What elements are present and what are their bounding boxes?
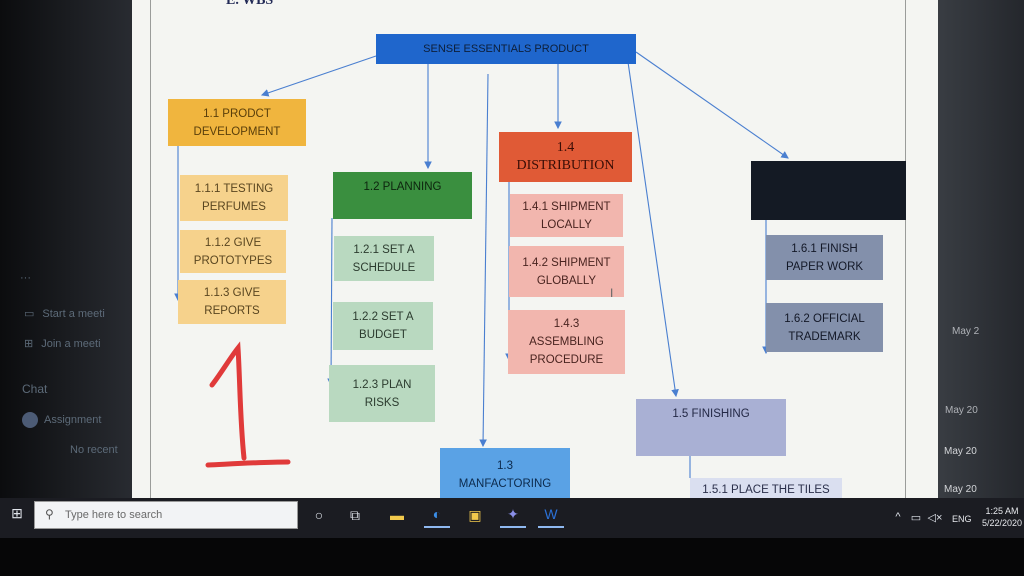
date-label: May 20 [945,405,978,416]
store-icon[interactable]: ▣ [468,506,482,523]
cortana-icon[interactable]: ○ [314,507,324,523]
windows-start-icon[interactable]: ⊞ [11,504,23,521]
search-placeholder: Type here to search [65,509,163,521]
chat-nav-label: ··· [20,272,31,284]
search-icon: ⚲ [45,507,54,521]
link-icon: ⊞ [24,338,34,350]
language-indicator[interactable]: ENG [952,514,972,524]
date-label: May 20 [944,446,977,457]
wbs-assembling-procedure[interactable]: 1.4.3 ASSEMBLING PROCEDURE [508,310,625,374]
assignment-chat-item[interactable]: Assignment [22,412,101,428]
edge-browser-icon[interactable]: ◐ [424,502,450,528]
wbs-root[interactable]: SENSE ESSENTIALS PRODUCT [376,34,636,64]
avatar [22,412,38,428]
wbs-give-reports[interactable]: 1.1.3 GIVE REPORTS [178,280,286,324]
wbs-testing-perfumes[interactable]: 1.1.1 TESTING PERFUMES [180,175,288,221]
battery-icon[interactable]: ▭ [910,511,922,524]
clock-time: 1:25 AM [985,506,1019,516]
clock[interactable]: 1:25 AM 5/22/2020 [982,505,1022,529]
wbs-plan-risks[interactable]: 1.2.3 PLAN RISKS [329,365,435,422]
wbs-set-schedule[interactable]: 1.2.1 SET A SCHEDULE [334,236,434,281]
wbs-planning[interactable]: 1.2 PLANNING [333,172,472,219]
chevron-up-icon[interactable]: ^ [895,511,901,523]
monitor-bezel-bottom [0,538,1024,576]
volume-icon[interactable]: ◁× [927,511,943,524]
start-meeting-item[interactable]: ▭ Start a meeti [24,307,105,321]
page-margin-right [905,0,906,500]
wbs-distribution[interactable]: 1.4 DISTRIBUTION [499,132,632,182]
page-margin-left [150,0,151,500]
wbs-official-trademark[interactable]: 1.6.2 OFFICIAL TRADEMARK [766,303,883,352]
teams-icon[interactable]: ✦ [500,502,526,528]
wbs-shipment-globally[interactable]: 1.4.2 SHIPMENT GLOBALLY [509,246,624,297]
section-heading: E. WBS [226,0,274,8]
handwritten-number-one [205,341,291,468]
search-input[interactable]: ⚲ Type here to search [34,501,298,529]
join-meeting-item[interactable]: ⊞ Join a meeti [24,337,101,351]
chat-header: Chat [22,382,48,396]
text-cursor-icon: I [610,286,614,300]
wbs-finish-paperwork[interactable]: 1.6.1 FINISH PAPER WORK [766,235,883,280]
date-label: May 20 [944,484,977,495]
task-view-icon[interactable]: ⧉ [350,506,360,523]
word-icon[interactable]: W [538,502,564,528]
wbs-finishing[interactable]: 1.5 FINISHING [636,399,786,456]
wbs-shipment-locally[interactable]: 1.4.1 SHIPMENT LOCALLY [510,194,623,237]
video-icon: ▭ [24,308,35,320]
no-recent-label: No recent [70,444,118,456]
wbs-give-prototypes[interactable]: 1.1.2 GIVE PROTOTYPES [180,230,286,273]
wbs-redacted-box[interactable] [751,161,906,220]
file-explorer-icon[interactable]: ▬ [390,507,404,523]
date-label: May 2 [952,326,980,337]
wbs-set-budget[interactable]: 1.2.2 SET A BUDGET [333,302,433,350]
wbs-development[interactable]: 1.1 PRODCT DEVELOPMENT [168,99,306,146]
wbs-manufacturing[interactable]: 1.3 MANFACTORING [440,448,570,502]
monitor-bezel-right [930,0,1024,500]
clock-date: 5/22/2020 [982,518,1023,528]
